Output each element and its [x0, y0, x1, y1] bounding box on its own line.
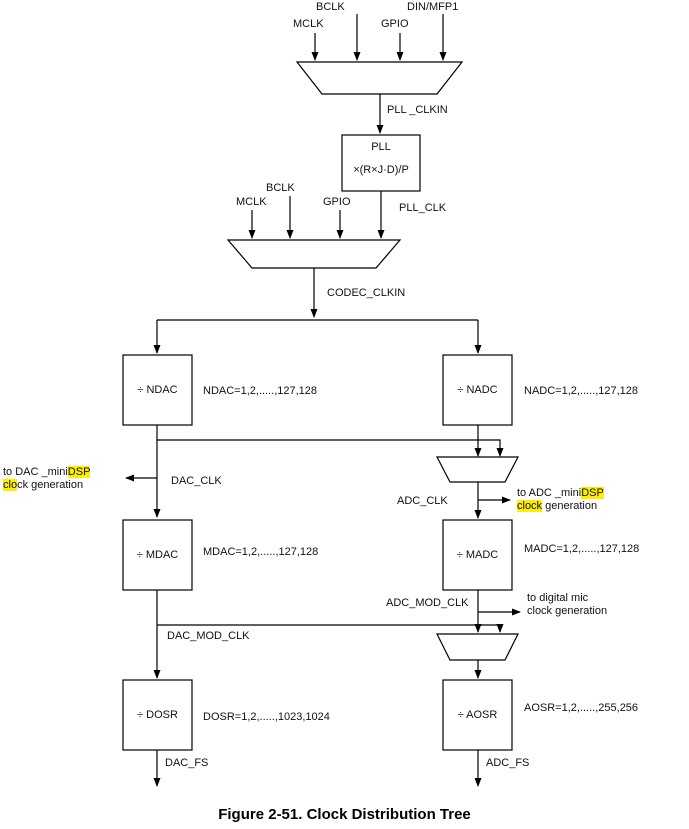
label-madc-divider: ÷ MADC [456, 549, 499, 561]
diagram-connectors [125, 14, 521, 787]
label-bclk-top: BCLK [316, 1, 345, 13]
label-nadc-range: NADC=1,2,.....,127,128 [524, 385, 639, 397]
label-adc-fs: ADC_FS [486, 757, 530, 769]
label-pll-formula: ×(R×J·D)/P [353, 164, 409, 176]
note-text-segment: generation [542, 500, 598, 512]
codec-clkin-mux-shape [226, 239, 402, 269]
highlighted-text: clo [3, 479, 18, 491]
label-adc-clk: ADC_CLK [397, 495, 448, 507]
label-ndac-divider: ÷ NDAC [137, 384, 178, 396]
label-mdac-divider: ÷ MDAC [136, 549, 179, 561]
diagram-shapes [122, 61, 519, 751]
label-mclk-mid: MCLK [236, 196, 267, 208]
note-digital-mic: to digital mic clock generation [527, 592, 607, 618]
pll-box [341, 134, 421, 192]
note-line: to DAC _miniDSP [3, 466, 91, 479]
label-pll-name: PLL [371, 141, 391, 153]
label-mclk-top: MCLK [293, 18, 324, 30]
note-text-segment: ck generation [17, 479, 84, 491]
label-pll-clk: PLL_CLK [399, 202, 447, 214]
label-codec-clkin: CODEC_CLKIN [327, 287, 406, 299]
note-text-segment: to ADC _mini [517, 487, 582, 499]
mdac-divider-box [122, 519, 193, 591]
label-adc-mod-clk: ADC_MOD_CLK [386, 597, 469, 609]
adc-clk-mux-shape [436, 456, 519, 483]
highlighted-text: DSP [581, 487, 604, 499]
label-dac-mod-clk: DAC_MOD_CLK [167, 630, 250, 642]
label-gpio-mid: GPIO [323, 196, 351, 208]
label-dac-clk: DAC_CLK [171, 475, 222, 487]
highlighted-text: clock [517, 500, 543, 512]
note-line: clock generation [527, 605, 608, 617]
note-text-segment: to DAC _mini [3, 466, 68, 478]
label-madc-range: MADC=1,2,.....,127,128 [524, 543, 640, 555]
note-line: clock generation [517, 500, 604, 513]
adc-mod-clk-mux-shape [436, 633, 519, 661]
note-line: clock generation [3, 479, 90, 492]
wire-dac-clk-to-adc-mux [157, 439, 504, 457]
label-pll-clkin: PLL _CLKIN [387, 104, 448, 116]
wire-dac-mod-clk-to-mux4 [157, 624, 504, 633]
madc-divider-box [442, 519, 513, 591]
label-nadc-divider: ÷ NADC [457, 384, 498, 396]
input-mux1-shape [295, 61, 464, 95]
highlighted-text: DSP [67, 466, 91, 478]
label-dac-fs: DAC_FS [165, 757, 209, 769]
nadc-divider-box [442, 354, 513, 426]
label-gpio-top: GPIO [381, 18, 409, 30]
note-dac-minidsp: to DAC _miniDSP clock generation [3, 466, 91, 492]
label-aosr-range: AOSR=1,2,.....,255,256 [524, 702, 639, 714]
label-dosr-divider: ÷ DOSR [137, 709, 178, 721]
label-ndac-range: NDAC=1,2,.....,127,128 [203, 385, 318, 397]
note-line: to ADC _miniDSP [517, 487, 604, 500]
note-adc-minidsp: to ADC _miniDSP clock generation [517, 487, 604, 513]
note-line: to digital mic [527, 592, 589, 604]
label-bclk-mid: BCLK [266, 182, 295, 194]
label-din-mfp1: DIN/MFP1 [407, 1, 459, 13]
label-aosr-divider: ÷ AOSR [457, 709, 498, 721]
label-dosr-range: DOSR=1,2,.....,1023,1024 [203, 711, 330, 723]
figure-caption: Figure 2-51. Clock Distribution Tree [218, 806, 471, 823]
label-mdac-range: MDAC=1,2,.....,127,128 [203, 546, 319, 558]
